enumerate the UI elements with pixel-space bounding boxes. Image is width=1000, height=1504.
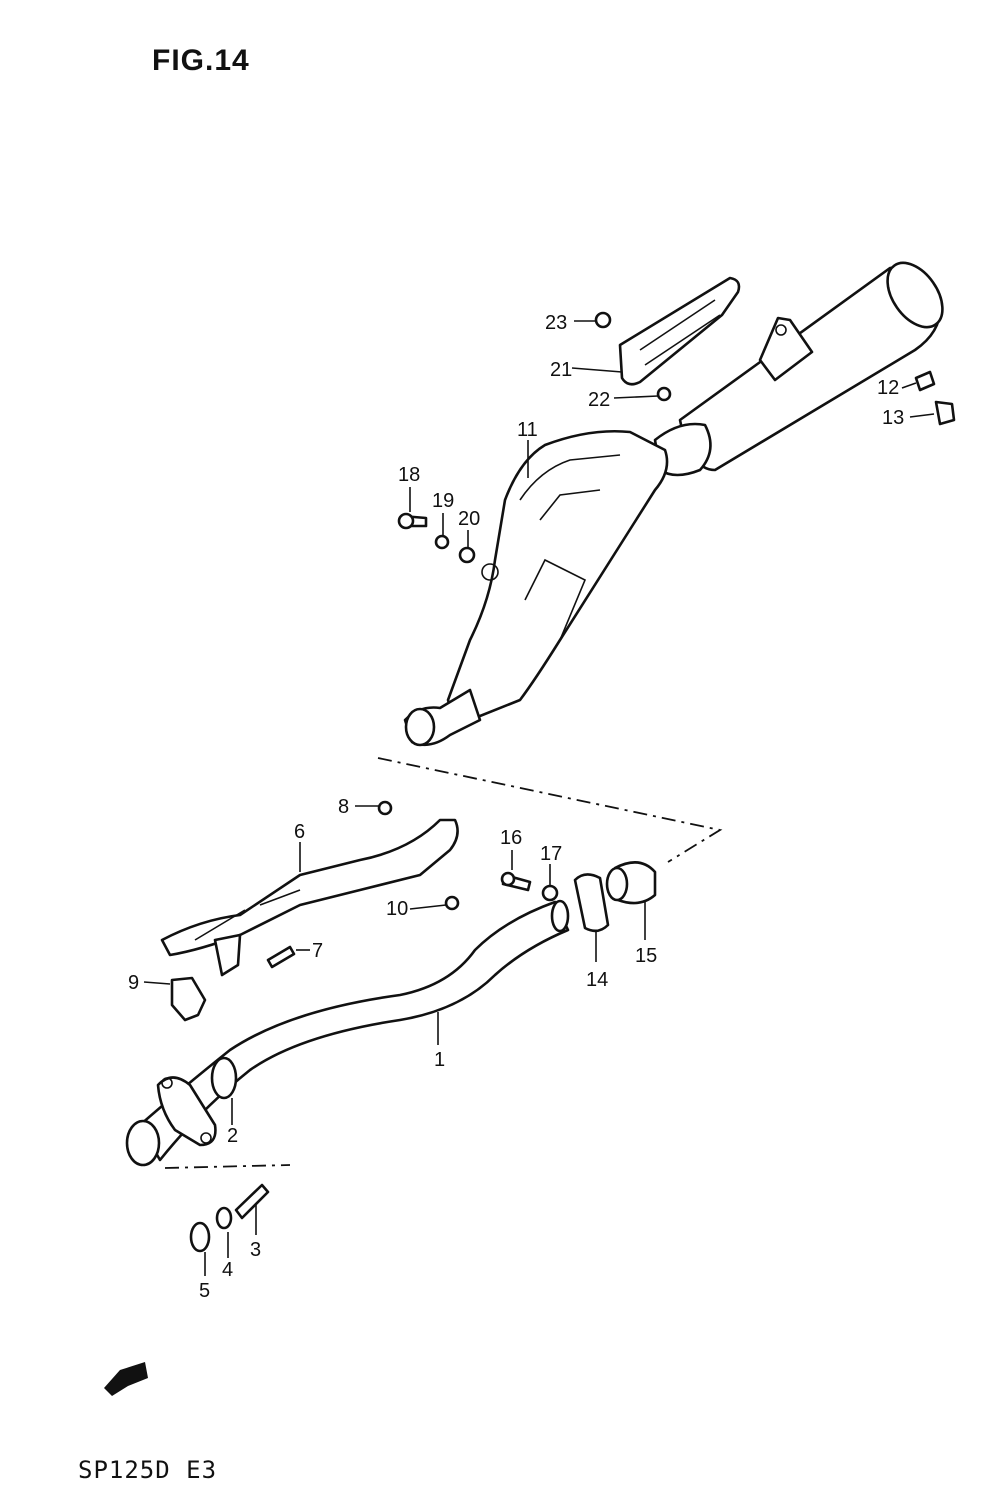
- bolt-7: [266, 945, 296, 969]
- callout-21: 21: [550, 359, 572, 381]
- leader-lines: [143, 320, 935, 1276]
- callout-20: 20: [458, 508, 480, 530]
- front-arrow-icon: [104, 1362, 148, 1396]
- callout-7: 7: [312, 940, 323, 962]
- callout-16: 16: [500, 827, 522, 849]
- pipe-flange: [156, 1076, 217, 1147]
- callout-22: 22: [588, 389, 610, 411]
- gasket-2: [210, 1056, 238, 1100]
- callout-10: 10: [386, 898, 408, 920]
- callout-6: 6: [294, 821, 305, 843]
- washer-17: [541, 884, 559, 902]
- muffler-assembly: [403, 261, 944, 747]
- connection-line-lower: [164, 1164, 291, 1169]
- nut-8: [377, 800, 393, 816]
- bolt-16: [500, 871, 532, 892]
- callout-8: 8: [338, 796, 349, 818]
- callout-11: 11: [517, 419, 538, 441]
- pipe-heat-shield: [160, 818, 459, 957]
- nut-5: [189, 1221, 211, 1253]
- fastener-12: [914, 370, 936, 392]
- connection-line-upper: [377, 757, 723, 863]
- exhaust-pipe: [125, 899, 570, 1167]
- heat-guard-bracket: [618, 276, 741, 386]
- callout-19: 19: [432, 490, 454, 512]
- washer-4: [215, 1206, 233, 1230]
- stud-3: [234, 1183, 270, 1220]
- callout-17: 17: [540, 843, 562, 865]
- callout-3: 3: [250, 1239, 261, 1261]
- model-code: SP125D E3: [78, 1456, 218, 1484]
- callout-14: 14: [586, 969, 608, 991]
- nut-20: [458, 546, 476, 564]
- callout-18: 18: [398, 464, 420, 486]
- bolt-18: [397, 512, 428, 530]
- mount-bracket: [213, 933, 242, 977]
- callout-13: 13: [882, 407, 904, 429]
- callout-23: 23: [545, 312, 567, 334]
- fastener-23: [594, 311, 612, 329]
- clamp-14: [573, 873, 610, 933]
- callout-labels: 23 21 22 12 13 11 18 19 20 8 6 10 7 9 16…: [128, 312, 904, 1302]
- callout-5: 5: [199, 1280, 210, 1302]
- nut-10: [444, 895, 460, 911]
- callout-9: 9: [128, 972, 139, 994]
- callout-15: 15: [635, 945, 657, 967]
- washer-19: [434, 534, 450, 550]
- callout-2: 2: [227, 1125, 238, 1147]
- callout-4: 4: [222, 1259, 233, 1281]
- nut-22: [656, 386, 672, 402]
- callout-12: 12: [877, 377, 899, 399]
- clip-13: [934, 400, 956, 426]
- figure-title: FIG.14: [152, 44, 250, 77]
- sleeve-15: [605, 861, 657, 905]
- callout-1: 1: [434, 1049, 445, 1071]
- clip-9: [170, 976, 207, 1022]
